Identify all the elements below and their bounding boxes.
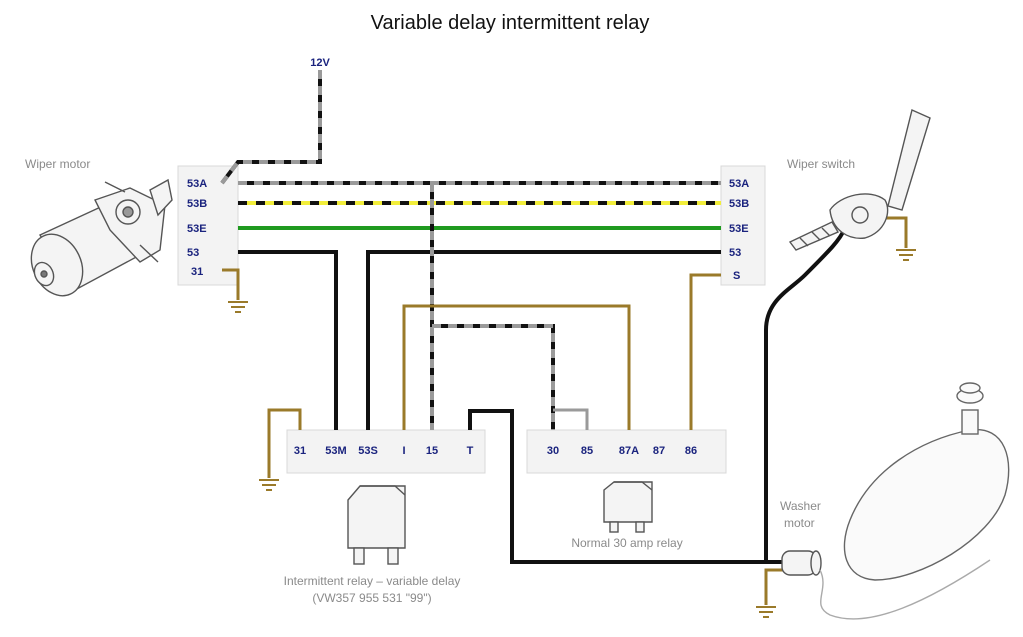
supply-label: 12V [310, 57, 330, 69]
washer-reservoir-icon [819, 382, 1010, 620]
wiper-motor-connector [177, 165, 239, 286]
wire-12v-supply [220, 70, 322, 185]
ground-symbol [756, 606, 776, 618]
wire-s-to-86 [689, 273, 721, 430]
wire-switch-ground [882, 216, 908, 248]
ir-pin-53m: 53M [325, 445, 346, 457]
switch-pin-53b: 53B [729, 198, 749, 210]
switch-pin-53: 53 [729, 247, 741, 259]
normal-relay-connector [526, 429, 727, 474]
ground-symbol [896, 249, 916, 261]
motor-pin-53b: 53B [187, 198, 207, 210]
intermittent-relay-part-number: (VW357 955 531 "99") [312, 591, 431, 605]
ir-pin-53s: 53S [358, 445, 378, 457]
ir-pin-t: T [467, 445, 474, 457]
wire-30-85-jumper [553, 408, 589, 430]
nr-pin-86: 86 [685, 445, 697, 457]
nr-pin-30: 30 [547, 445, 559, 457]
washer-motor-label-line2: motor [784, 516, 815, 530]
intermittent-relay-caption: Intermittent relay – variable delay [284, 574, 461, 588]
washer-motor-icon [781, 550, 822, 576]
ir-pin-15: 15 [426, 445, 438, 457]
wire-switch-53-to-53s [366, 250, 721, 430]
motor-pin-53a: 53A [187, 178, 207, 190]
wire-motor-53-to-53m [238, 250, 338, 430]
wire-t-to-washer [468, 409, 782, 564]
wiper-switch-icon [788, 109, 931, 251]
normal-relay-caption: Normal 30 amp relay [571, 536, 682, 550]
diagram-title: Variable delay intermittent relay [371, 12, 650, 34]
motor-pin-53: 53 [187, 247, 199, 259]
nr-pin-87: 87 [653, 445, 665, 457]
nr-pin-85: 85 [581, 445, 593, 457]
ground-symbol [228, 301, 248, 313]
wire-i-to-87a [402, 304, 631, 430]
wiper-switch-connector [720, 165, 766, 286]
normal-relay-icon [603, 481, 653, 533]
washer-motor-label: Washer [780, 499, 821, 513]
intermittent-relay-connector [286, 429, 486, 474]
motor-pin-31: 31 [191, 266, 203, 278]
ir-pin-31: 31 [294, 445, 306, 457]
wiper-motor-label: Wiper motor [25, 157, 90, 171]
nr-pin-87a: 87A [619, 445, 639, 457]
wire-motor-31-ground [222, 268, 240, 300]
intermittent-relay-icon [347, 485, 406, 565]
switch-pin-53a: 53A [729, 178, 749, 190]
wire-washer-ground [764, 568, 790, 605]
wire-15-to-30 [432, 324, 555, 430]
switch-pin-s: S [733, 270, 740, 282]
motor-pin-53e: 53E [187, 223, 207, 235]
wiper-switch-label: Wiper switch [787, 157, 855, 171]
wire-washer-to-switch [764, 227, 847, 562]
switch-pin-53e: 53E [729, 223, 749, 235]
ground-symbol [259, 479, 279, 491]
ir-pin-i: I [402, 445, 405, 457]
wiper-motor-icon [30, 178, 173, 297]
wire-relay-31-ground [267, 408, 302, 478]
